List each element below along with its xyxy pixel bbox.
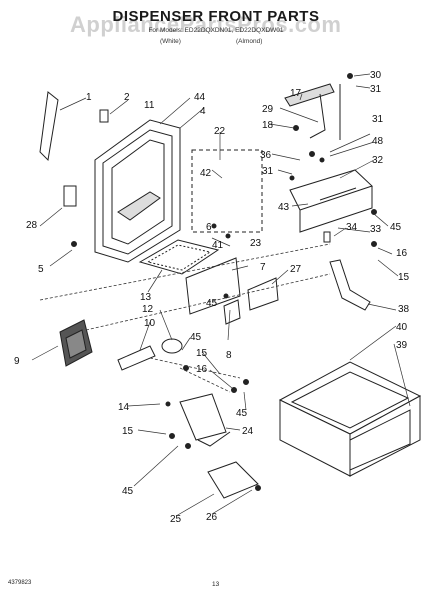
callout-label: 15 — [122, 426, 134, 437]
callout-label: 9 — [14, 356, 20, 367]
callout-label: 44 — [194, 92, 206, 103]
drip-tray-grille-part — [138, 239, 220, 275]
callout-label: 14 — [118, 402, 130, 413]
callout-label: 5 — [38, 264, 44, 275]
callout-label: 45 — [206, 298, 218, 309]
callout-label: 15 — [196, 348, 208, 359]
callout-label: 15 — [398, 272, 410, 283]
callout-label: 33 — [370, 224, 382, 235]
callout-label: 28 — [26, 220, 38, 231]
wire-harness-part — [39, 91, 59, 162]
callout-label: 40 — [396, 322, 408, 333]
callout-label: 12 — [142, 304, 154, 315]
callout-label: 32 — [372, 155, 384, 166]
callout-label: 27 — [290, 264, 302, 275]
door-panel-part — [278, 361, 422, 477]
arm-linkage-part — [197, 431, 231, 447]
callout-label: 31 — [370, 84, 382, 95]
trim-part — [63, 185, 77, 207]
dispenser-housing-part — [94, 119, 181, 263]
small-plug-part — [323, 231, 331, 243]
screw-set-part — [71, 73, 377, 491]
callout-label: 45 — [122, 486, 134, 497]
callout-label: 31 — [262, 166, 274, 177]
callout-label: 34 — [346, 222, 358, 233]
page-number: 13 — [212, 581, 220, 588]
callout-label: 23 — [250, 238, 262, 249]
callout-label: 11 — [144, 100, 155, 111]
motor-part — [161, 338, 183, 354]
variant-almond: (Almond) — [236, 38, 263, 45]
callout-label: 17 — [290, 88, 302, 99]
callout-label: 39 — [396, 340, 408, 351]
callout-label: 16 — [196, 364, 208, 375]
clip-part — [99, 109, 109, 123]
callout-label: 42 — [200, 168, 212, 179]
bracket-part — [247, 277, 279, 311]
site-watermark: AppliancePartsPros.com — [70, 12, 342, 37]
lever-bracket-part — [289, 169, 373, 233]
callout-label: 2 — [124, 92, 130, 103]
callout-label: 24 — [242, 426, 254, 437]
callout-label: 45 — [190, 332, 202, 343]
callout-numbers: 1 2 11 44 4 30 17 31 29 18 36 31 48 32 2… — [14, 70, 410, 525]
callout-label: 41 — [212, 240, 224, 251]
model-list: For Models: ED22DQXDN01, ED22DQXDW01 — [148, 27, 284, 34]
callout-label: 45 — [236, 408, 248, 419]
actuator-lever-part — [309, 93, 326, 139]
chute-part — [207, 461, 259, 499]
callout-leader-lines — [31, 73, 411, 517]
dispenser-paddle-part — [329, 259, 371, 311]
callout-label: 22 — [214, 126, 226, 137]
callout-label: 8 — [226, 350, 232, 361]
callout-label: 13 — [140, 292, 152, 303]
page-title: DISPENSER FRONT PARTS — [112, 8, 320, 25]
assembly-leader-lines — [39, 243, 331, 393]
dispenser-arm-part — [179, 393, 227, 441]
callout-label: 4 — [200, 106, 206, 117]
callout-label: 10 — [144, 318, 156, 329]
variant-white: (White) — [160, 38, 181, 45]
document-part-number: 4379823 — [8, 580, 32, 586]
callout-label: 6 — [206, 222, 212, 233]
callout-label: 31 — [372, 114, 384, 125]
callout-label: 29 — [262, 104, 274, 115]
top-bar-part — [284, 83, 335, 107]
callout-label: 43 — [278, 202, 290, 213]
mounting-bracket-part — [117, 345, 156, 371]
callout-label: 26 — [206, 512, 218, 523]
callout-label: 45 — [390, 222, 402, 233]
callout-label: 25 — [170, 514, 182, 525]
callout-label: 30 — [370, 70, 382, 81]
callout-label: 36 — [260, 150, 272, 161]
callout-label: 38 — [398, 304, 410, 315]
switch-part — [223, 299, 241, 325]
light-assembly-part — [59, 319, 93, 367]
callout-label: 7 — [260, 262, 266, 273]
callout-label: 18 — [262, 120, 274, 131]
callout-label: 1 — [86, 92, 92, 103]
cover-panel-part — [185, 257, 241, 315]
callout-label: 48 — [372, 136, 384, 147]
callout-label: 16 — [396, 248, 408, 259]
dashed-frame-outline — [191, 149, 263, 233]
